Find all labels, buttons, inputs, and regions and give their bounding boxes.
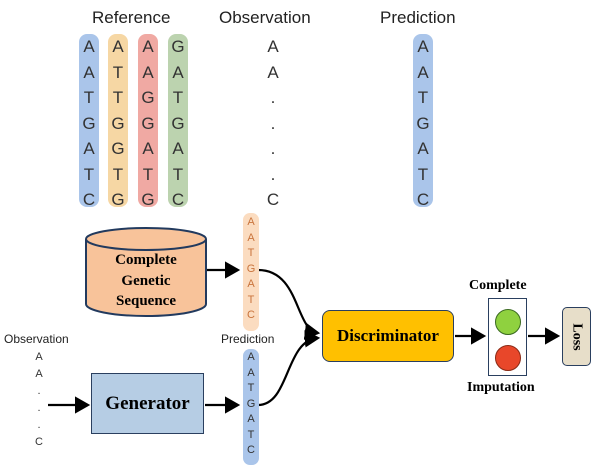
prediction-small-column: [243, 349, 259, 465]
generator-label: Generator: [105, 392, 190, 414]
complete-indicator-light: [495, 309, 521, 335]
reference-column-1: [79, 34, 99, 207]
generator-box: Generator: [91, 373, 204, 434]
complete-sequence-column: [243, 213, 259, 331]
database-label: Complete Genetic Sequence: [115, 252, 177, 309]
discriminator-box: Discriminator: [322, 310, 454, 362]
discriminator-label: Discriminator: [337, 326, 439, 345]
loss-box: Loss: [562, 307, 591, 366]
prediction-header: Prediction: [380, 8, 456, 27]
reference-column-4: [168, 34, 188, 207]
arrow-prediction-to-discriminator: [257, 330, 321, 407]
observation-header: Observation: [219, 8, 311, 27]
reference-column-2: [108, 34, 128, 207]
loss-label: Loss: [569, 322, 585, 351]
reference-header: Reference: [92, 8, 171, 27]
prediction-column: [413, 34, 433, 207]
complete-sequence-database: [85, 227, 207, 317]
classifier-box: [488, 298, 527, 376]
imputation-indicator-light: [495, 345, 521, 371]
classifier-top-label: Complete: [469, 278, 527, 293]
arrow-sequence-to-discriminator: [257, 268, 321, 340]
reference-column-3: [138, 34, 158, 207]
classifier-bottom-label: Imputation: [467, 380, 535, 395]
observation-small-label: Observation: [4, 332, 69, 346]
prediction-small-label: Prediction: [221, 332, 275, 346]
